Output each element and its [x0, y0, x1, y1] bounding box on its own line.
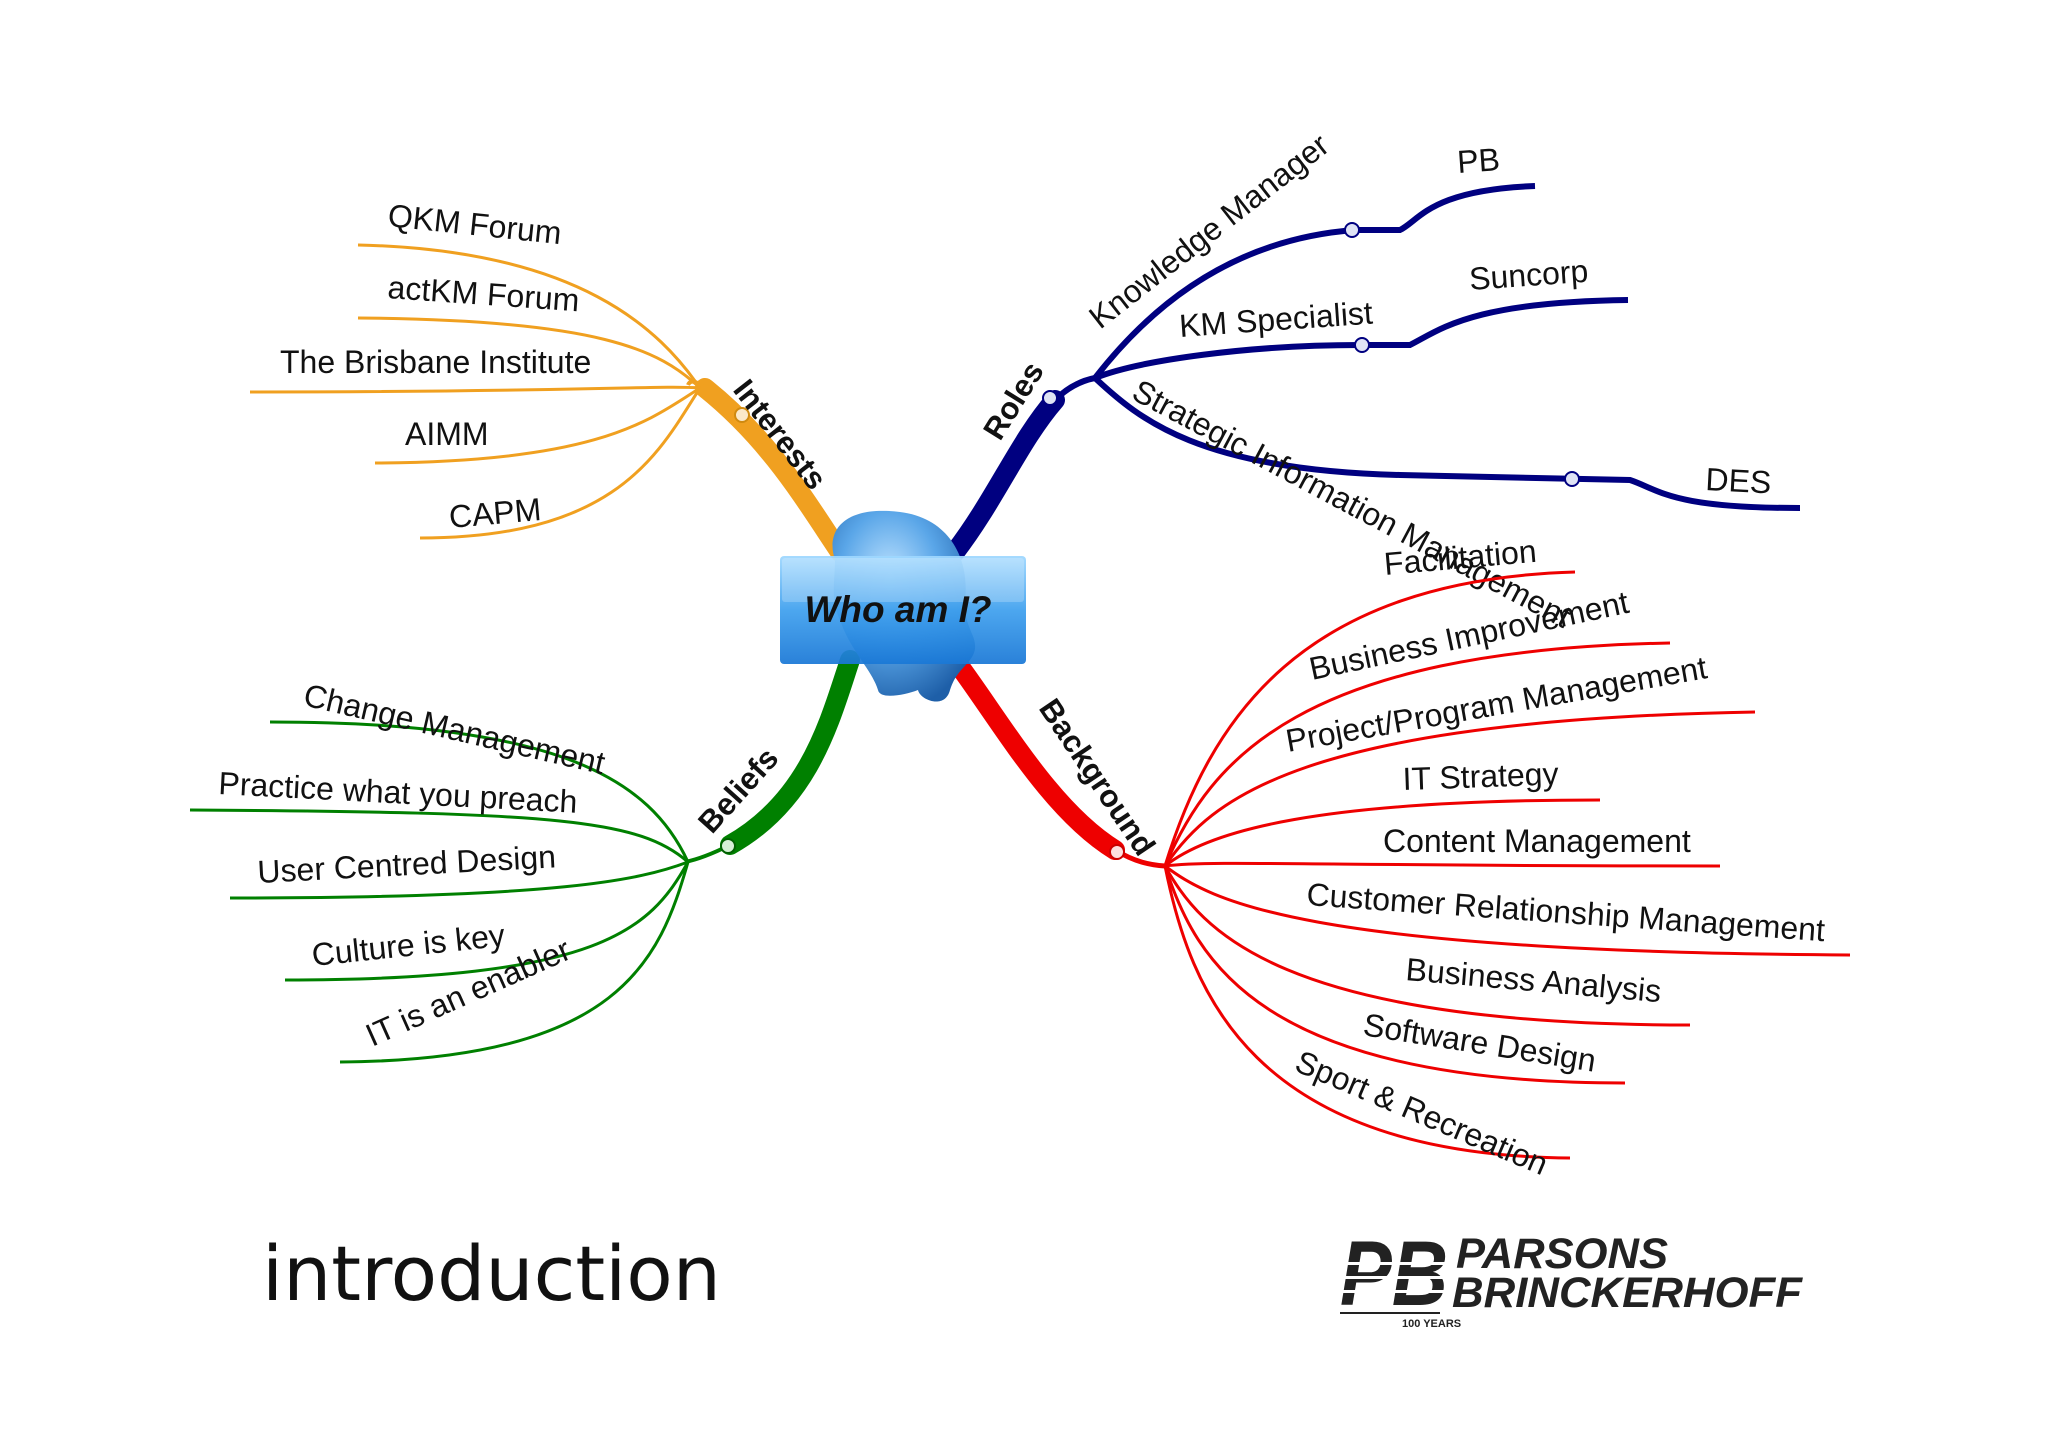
interests-trunk	[695, 378, 850, 562]
branch-node	[1354, 337, 1370, 353]
slide-title: introduction	[262, 1229, 721, 1318]
role-org: DES	[1705, 461, 1773, 500]
roles-sub-line	[1092, 375, 1801, 511]
logo-mark: PB	[1340, 1223, 1448, 1325]
background-sub-line	[1163, 865, 1691, 1027]
background-sub-line	[1164, 864, 1851, 957]
logo-stripe	[1335, 1262, 1455, 1265]
role-org: Suncorp	[1468, 253, 1589, 297]
background-sub-line	[1164, 861, 1721, 868]
logo-line-1: PARSONS	[1456, 1230, 1668, 1278]
role-org: PB	[1456, 141, 1501, 180]
interest-item: CAPM	[447, 491, 542, 535]
interest-item: The Brisbane Institute	[280, 344, 591, 380]
center-box	[780, 556, 1026, 664]
roles-connector	[1052, 375, 1096, 403]
belief-item: User Centred Design	[256, 838, 556, 890]
roles-branch: Roles Knowledge Manager PB KM Specialist…	[945, 126, 1801, 635]
background-item: Content Management	[1383, 823, 1691, 859]
center-topic: Who am I?	[780, 510, 1026, 702]
background-item: IT Strategy	[1402, 756, 1559, 797]
beliefs-branch: Beliefs Change Management Practice what …	[189, 650, 860, 1064]
branch-node	[720, 838, 736, 854]
branch-node	[734, 407, 750, 423]
center-label: Who am I?	[804, 589, 991, 630]
beliefs-sub-line	[269, 720, 690, 863]
beliefs-sub-line	[189, 808, 689, 864]
interests-sub-line	[419, 387, 702, 540]
logo-stripe	[1335, 1290, 1455, 1293]
role-item: Strategic Information Management	[1127, 372, 1577, 634]
background-item: Business Analysis	[1404, 951, 1662, 1009]
beliefs-sub-line	[229, 860, 689, 900]
interests-sub-line	[374, 386, 701, 465]
background-branch: Background Facilitation Business Improve…	[945, 533, 1851, 1182]
branch-node	[1564, 471, 1580, 487]
interest-item: AIMM	[405, 416, 489, 452]
background-sub-line	[1163, 570, 1576, 867]
branch-node	[1344, 222, 1360, 238]
background-sub-line	[1164, 798, 1601, 868]
background-item: Customer Relationship Management	[1306, 876, 1827, 948]
background-item: Software Design	[1361, 1006, 1599, 1078]
interests-sub-line	[357, 316, 702, 390]
roles-trunk	[945, 390, 1065, 562]
role-item: KM Specialist	[1178, 295, 1374, 344]
logo-badge: 100 YEARS	[1402, 1318, 1461, 1330]
belief-item: Change Management	[300, 677, 608, 781]
logo-stripe	[1335, 1276, 1455, 1279]
branch-node	[1109, 844, 1125, 860]
background-sub-line	[1163, 710, 1756, 867]
background-sub-line	[1163, 641, 1671, 867]
branch-node	[1042, 390, 1058, 406]
beliefs-sub-line	[284, 861, 690, 982]
beliefs-trunk	[720, 650, 860, 855]
background-sub-line	[1163, 865, 1571, 1160]
roles-sub-line	[1092, 183, 1536, 380]
interests-branch: Interests QKM Forum actKM Forum The Bris…	[249, 197, 850, 562]
beliefs-sub-line	[339, 861, 690, 1064]
interest-item: QKM Forum	[386, 197, 563, 251]
center-box-highlight	[782, 558, 1024, 602]
background-sub-line	[1163, 865, 1626, 1085]
belief-item: Culture is key	[310, 917, 507, 973]
interests-sub-line	[357, 243, 702, 389]
logo-line-2: BRINCKERHOFF	[1452, 1269, 1804, 1317]
interests-sub-line	[249, 385, 701, 394]
background-trunk	[945, 650, 1125, 860]
parsons-brinckerhoff-logo: PB 100 YEARS PARSONS BRINCKERHOFF	[1335, 1223, 1804, 1330]
